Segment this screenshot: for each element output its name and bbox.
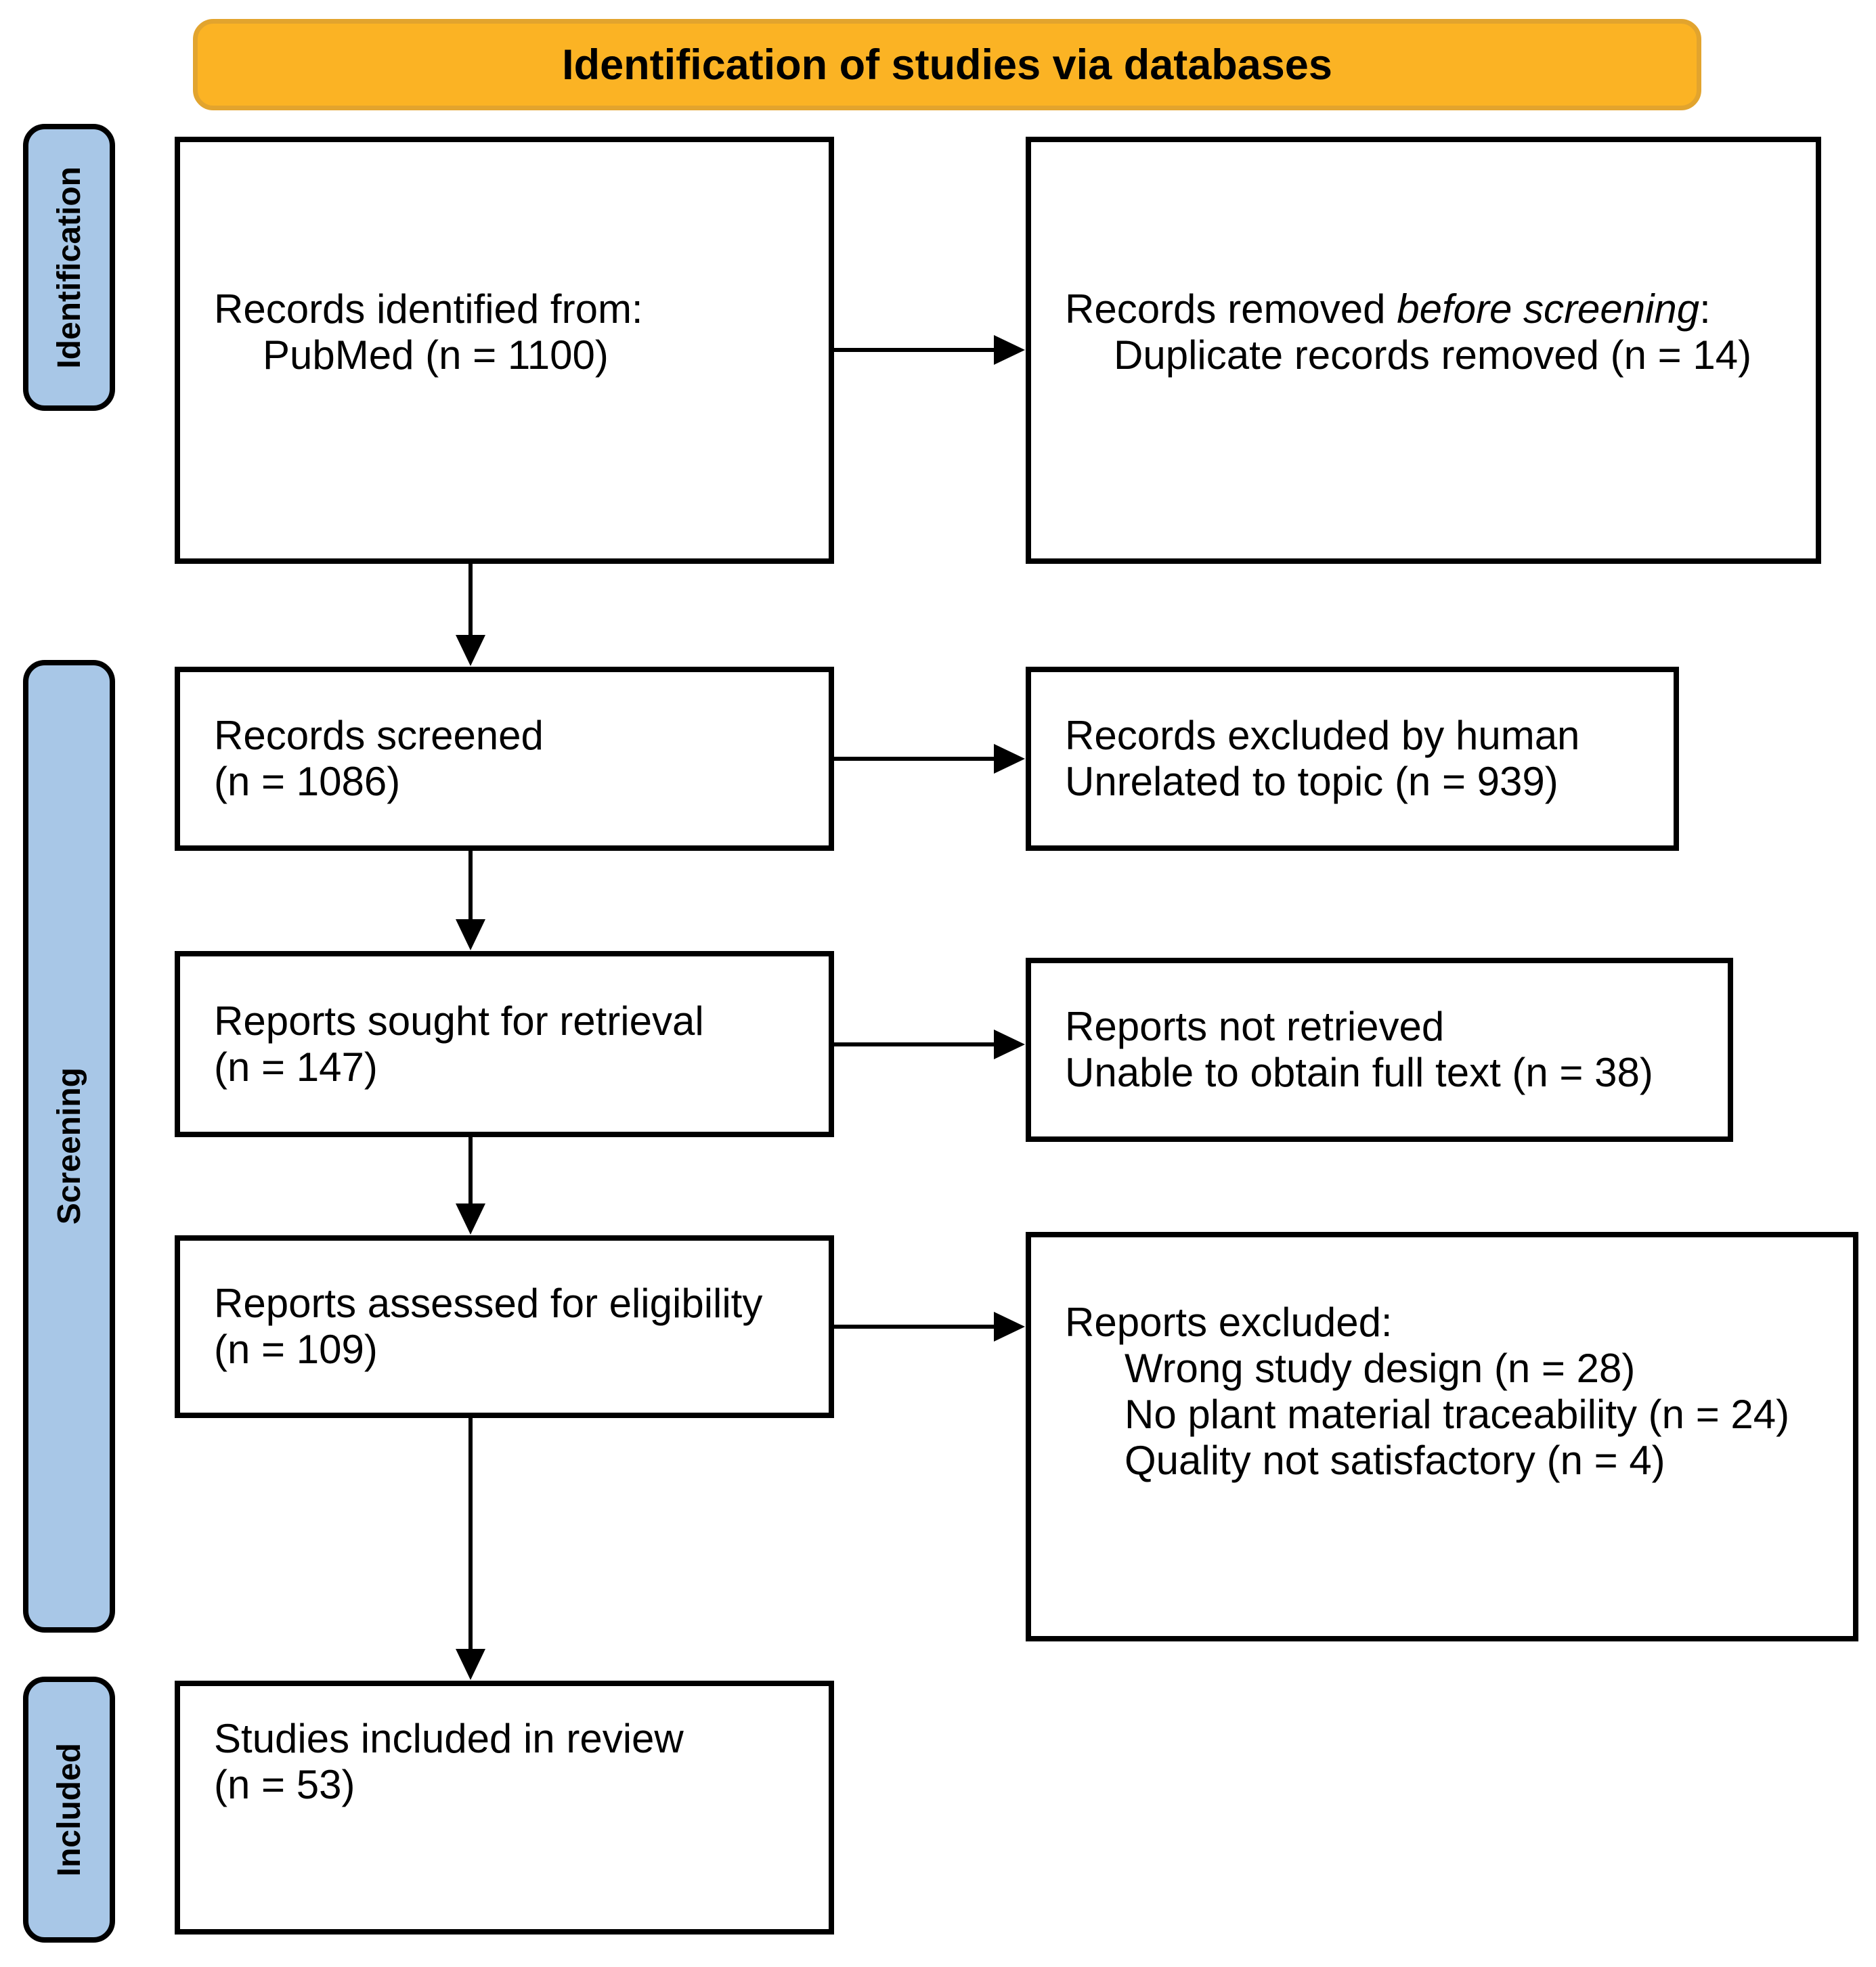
arrow-screened-to-sought (468, 851, 473, 920)
arrow-assessed-to-included (468, 1418, 473, 1650)
italic-before-screening: before screening (1397, 286, 1700, 332)
box-reports-not-retrieved-line1: Reports not retrieved (1065, 1004, 1445, 1049)
box-records-excluded: Records excluded by human Unrelated to t… (1026, 667, 1679, 851)
box-reports-sought-line2: (n = 147) (214, 1044, 378, 1090)
arrow-identified-to-screened (468, 564, 473, 636)
stage-tab-identification-label: Identification (51, 166, 87, 369)
box-reports-not-retrieved: Reports not retrieved Unable to obtain f… (1026, 958, 1733, 1142)
box-records-removed-line2: Duplicate records removed (n = 14) (1114, 332, 1752, 378)
box-reports-excluded-reason-1: Wrong study design (n = 28) (1125, 1346, 1636, 1391)
banner-identification-via-databases: Identification of studies via databases (193, 19, 1701, 110)
banner-label: Identification of studies via databases (562, 41, 1332, 89)
box-studies-included: Studies included in review (n = 53) (175, 1681, 834, 1935)
box-records-excluded-line1: Records excluded by human (1065, 713, 1580, 758)
box-records-removed: Records removed before screening: Duplic… (1026, 137, 1821, 564)
stage-tab-included-label: Included (51, 1742, 87, 1877)
box-records-identified-line1: Records identified from: (214, 286, 643, 332)
arrow-sought-to-not-retrieved (834, 1042, 995, 1046)
box-reports-sought: Reports sought for retrieval (n = 147) (175, 951, 834, 1137)
stage-tab-included: Included (23, 1677, 115, 1943)
box-reports-excluded: Reports excluded: Wrong study design (n … (1026, 1232, 1858, 1641)
box-records-removed-line1: Records removed before screening: (1065, 286, 1711, 332)
stage-tab-screening: Screening (23, 660, 115, 1633)
box-reports-not-retrieved-line2: Unable to obtain full text (n = 38) (1065, 1050, 1653, 1095)
box-records-screened: Records screened (n = 1086) (175, 667, 834, 851)
box-reports-assessed: Reports assessed for eligibility (n = 10… (175, 1235, 834, 1418)
stage-tab-screening-label: Screening (51, 1067, 87, 1225)
arrow-identified-to-removed (834, 348, 995, 352)
box-reports-sought-line1: Reports sought for retrieval (214, 998, 704, 1044)
arrow-assessed-to-reports-excluded (834, 1325, 995, 1329)
box-records-excluded-line2: Unrelated to topic (n = 939) (1065, 759, 1558, 804)
box-records-screened-line1: Records screened (214, 713, 544, 758)
box-reports-excluded-line1: Reports excluded: (1065, 1300, 1393, 1345)
arrow-screened-to-excluded (834, 757, 995, 761)
box-reports-excluded-reason-2: No plant material traceability (n = 24) (1125, 1392, 1790, 1437)
box-records-identified: Records identified from: PubMed (n = 110… (175, 137, 834, 564)
box-reports-excluded-reason-3: Quality not satisfactory (n = 4) (1125, 1438, 1665, 1483)
box-records-screened-line2: (n = 1086) (214, 759, 401, 804)
box-reports-assessed-line2: (n = 109) (214, 1327, 378, 1372)
stage-tab-identification: Identification (23, 124, 115, 411)
box-records-identified-line2: PubMed (n = 1100) (263, 332, 609, 378)
box-studies-included-line1: Studies included in review (214, 1716, 684, 1761)
box-studies-included-line2: (n = 53) (214, 1762, 355, 1807)
box-reports-assessed-line1: Reports assessed for eligibility (214, 1281, 763, 1326)
arrow-sought-to-assessed (468, 1137, 473, 1204)
